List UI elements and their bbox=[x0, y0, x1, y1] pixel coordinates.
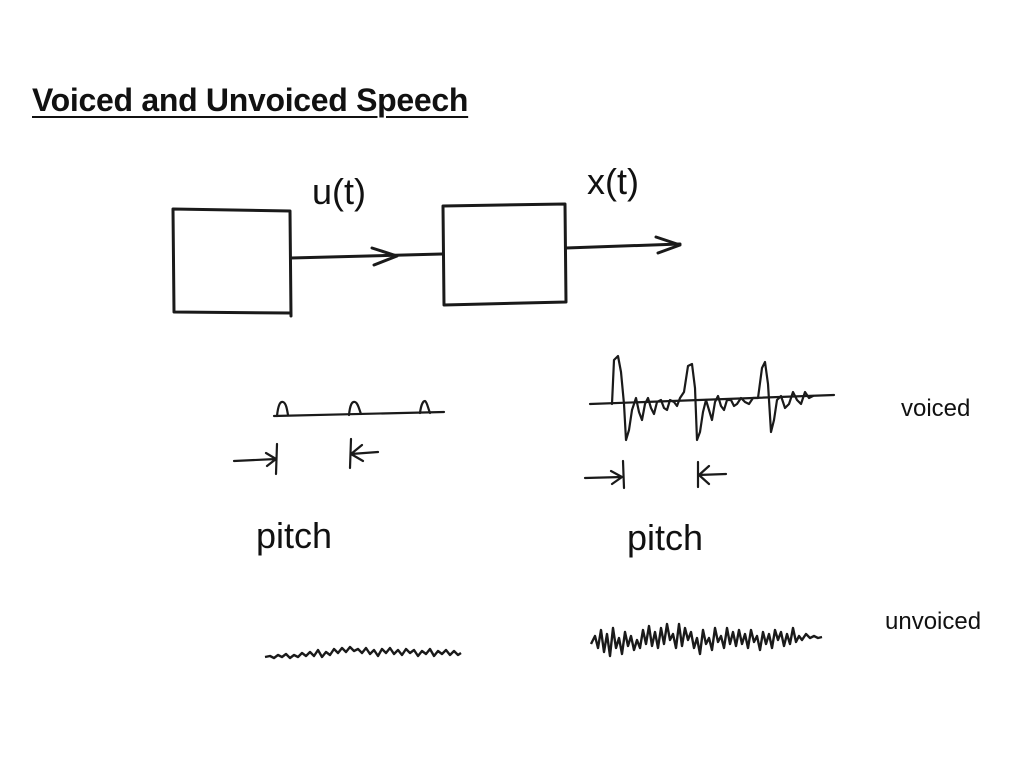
pulse-3 bbox=[418, 399, 432, 415]
excitation-block bbox=[171, 207, 293, 318]
unvoiced-excitation-noise bbox=[264, 645, 462, 660]
pulse-1 bbox=[275, 400, 290, 418]
output-arrow bbox=[564, 242, 682, 250]
voiced-baseline bbox=[588, 393, 836, 406]
input-arrow bbox=[289, 252, 444, 260]
output-signal-label: x(t) bbox=[587, 161, 639, 202]
output-arrowhead bbox=[654, 235, 682, 255]
voiced-waveform bbox=[610, 354, 815, 442]
filter-block bbox=[441, 202, 568, 307]
pitch-marker-input bbox=[232, 437, 380, 476]
pulse-train-baseline bbox=[272, 410, 446, 418]
input-arrowhead bbox=[370, 246, 399, 267]
input-signal-label: u(t) bbox=[312, 171, 366, 212]
pulse-2 bbox=[347, 400, 363, 417]
unvoiced-output-noise bbox=[589, 622, 823, 658]
unvoiced-label: unvoiced bbox=[885, 608, 981, 635]
pitch-label-input: pitch bbox=[256, 515, 332, 556]
voiced-label: voiced bbox=[901, 395, 970, 422]
pitch-marker-output bbox=[583, 459, 728, 490]
pitch-label-output: pitch bbox=[627, 517, 703, 558]
slide-title: Voiced and Unvoiced Speech bbox=[32, 82, 469, 118]
